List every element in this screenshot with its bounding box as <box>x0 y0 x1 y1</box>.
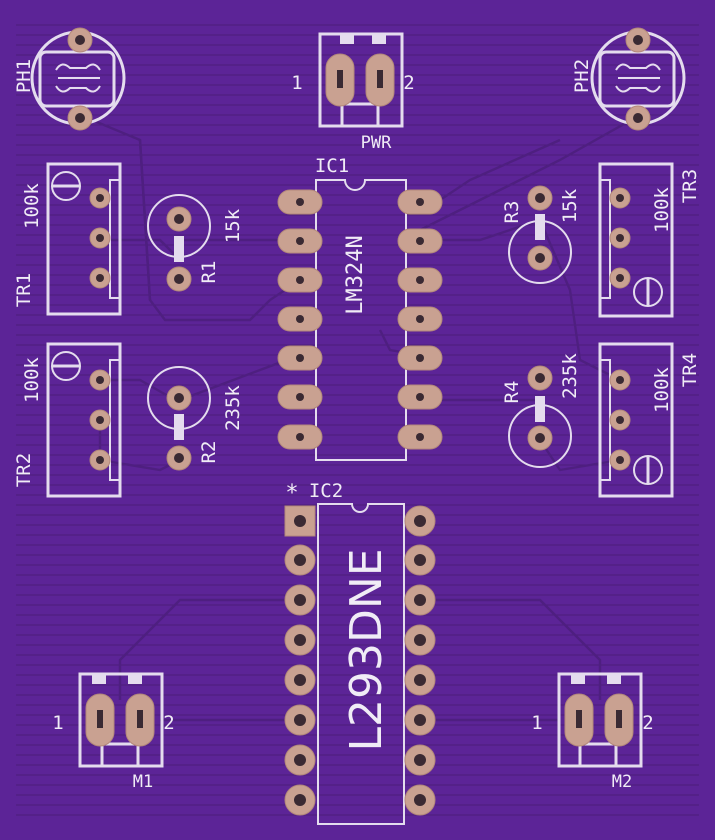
pwr-label: PWR <box>361 133 392 153</box>
ic1-right-pads <box>397 189 443 450</box>
trimmer-tr1[interactable] <box>46 162 122 316</box>
r3-value-label: 15k <box>559 188 581 223</box>
tr4-value-label: 100k <box>651 367 673 413</box>
tr2-label: TR2 <box>13 453 35 487</box>
ic1-chip[interactable] <box>277 179 443 461</box>
resistor-r3[interactable] <box>508 185 572 284</box>
ph1-label: PH1 <box>13 59 35 93</box>
photoresistor-ph1[interactable] <box>30 27 126 131</box>
m2-label: M2 <box>612 772 632 792</box>
resistor-r2[interactable] <box>147 366 211 471</box>
ph2-label: PH2 <box>571 59 593 93</box>
r2-label: R2 <box>198 441 220 464</box>
r4-value-label: 235k <box>559 353 581 399</box>
m1-label: M1 <box>133 772 153 792</box>
ic2-left-pads <box>284 505 316 816</box>
motor-connector-m1[interactable] <box>78 672 164 768</box>
m1-pin2-label: 2 <box>163 712 174 734</box>
tr1-label: TR1 <box>13 273 35 307</box>
pwr-pin2-label: 2 <box>403 72 414 94</box>
tr3-value-label: 100k <box>651 187 673 233</box>
resistor-r4[interactable] <box>508 365 572 468</box>
ic1-left-pads <box>277 189 323 450</box>
trimmer-tr2[interactable] <box>46 342 122 498</box>
ic2-label: IC2 <box>309 480 343 502</box>
trimmer-tr3[interactable] <box>598 162 674 318</box>
m1-pin1-label: 1 <box>52 712 63 734</box>
trimmer-tr4[interactable] <box>598 342 674 498</box>
ic1-part-label: LM324N <box>343 235 368 314</box>
r1-value-label: 15k <box>222 208 244 243</box>
power-connector[interactable] <box>318 32 404 128</box>
pwr-pin1-label: 1 <box>291 72 302 94</box>
ic2-right-pads <box>404 505 436 816</box>
motor-connector-m2[interactable] <box>557 672 643 768</box>
copper-pour <box>16 16 699 824</box>
m2-pin1-label: 1 <box>531 712 542 734</box>
tr1-value-label: 100k <box>21 183 43 229</box>
r4-label: R4 <box>501 381 523 404</box>
m2-pin2-label: 2 <box>642 712 653 734</box>
r1-label: R1 <box>198 261 220 284</box>
r2-value-label: 235k <box>222 385 244 431</box>
r3-label: R3 <box>501 201 523 224</box>
resistor-r1[interactable] <box>147 194 211 292</box>
tr2-value-label: 100k <box>21 357 43 403</box>
tr3-label: TR3 <box>679 169 701 203</box>
tr4-label: TR4 <box>679 353 701 387</box>
photoresistor-ph2[interactable] <box>590 27 686 131</box>
ic2-pin1-marker: * <box>285 481 298 506</box>
ic2-chip[interactable] <box>284 503 436 825</box>
ic2-part-label: L293DNE <box>341 548 392 751</box>
ic1-label: IC1 <box>315 155 349 177</box>
